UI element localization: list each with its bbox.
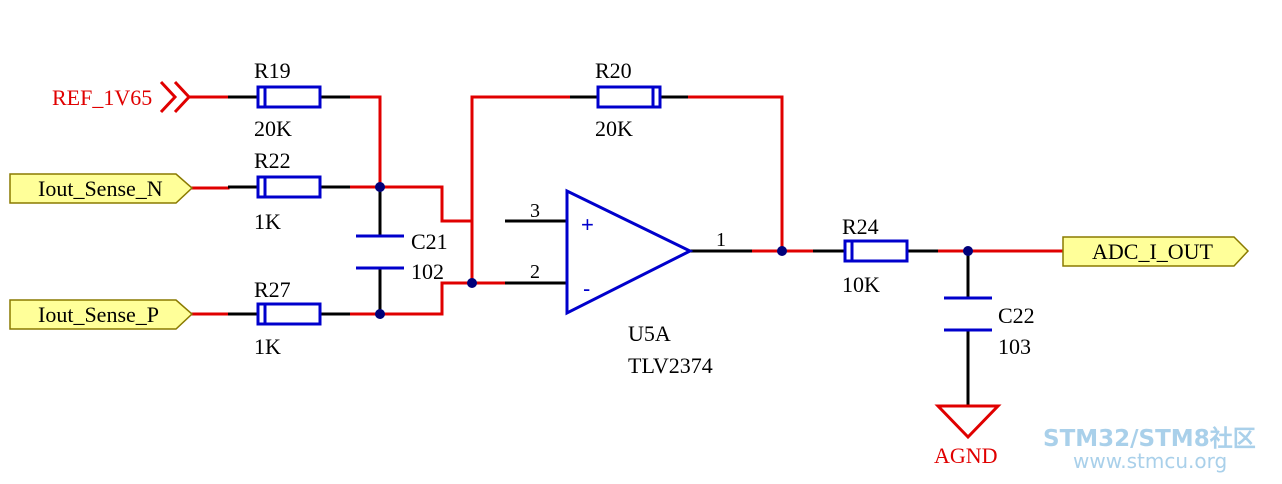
port-label-sense-p: Iout_Sense_P — [38, 302, 159, 327]
junction-dot — [375, 309, 385, 319]
wires — [188, 95, 1065, 316]
wire-feedback-right — [686, 95, 784, 253]
r27-value: 1K — [254, 334, 281, 359]
opamp-pin-minus-number: 2 — [530, 261, 540, 283]
r22-ref: R22 — [254, 148, 291, 173]
opamp-pin-plus-number: 3 — [530, 200, 540, 222]
junction-dot — [963, 246, 973, 256]
r20-ref: R20 — [595, 58, 632, 83]
port-sense-p[interactable] — [9, 299, 194, 330]
c22-ref: C22 — [998, 303, 1035, 328]
r24-ref: R24 — [842, 214, 879, 239]
agnd-symbol — [934, 404, 1002, 440]
r19-ref: R19 — [254, 58, 291, 83]
r22-value: 1K — [254, 209, 281, 234]
r20-value: 20K — [595, 116, 633, 141]
r27-ref: R27 — [254, 277, 291, 302]
u5a-ref: U5A — [628, 321, 671, 346]
r24-value: 10K — [842, 272, 880, 297]
watermark-title: STM32/STM8社区 — [1043, 425, 1256, 452]
r19-value: 20K — [254, 116, 292, 141]
resistor-r24[interactable] — [843, 239, 909, 263]
capacitor-c21[interactable] — [356, 234, 404, 270]
opamp-pin-out-number: 1 — [716, 229, 726, 251]
resistor-r22[interactable] — [256, 175, 322, 199]
component-leads — [228, 95, 970, 406]
junction-dot — [375, 182, 385, 192]
net-label-ref: REF_1V65 — [52, 85, 152, 110]
port-label-sense-n: Iout_Sense_N — [38, 176, 163, 201]
c21-ref: C21 — [411, 229, 448, 254]
c22-value: 103 — [998, 334, 1031, 359]
wire-r27-out — [348, 281, 507, 316]
resistor-r19[interactable] — [256, 85, 322, 109]
port-label-adc-out: ADC_I_OUT — [1092, 239, 1214, 264]
watermark-url: www.stmcu.org — [1073, 449, 1227, 473]
wire-feedback-left — [470, 95, 572, 285]
opamp-minus-sign: - — [583, 276, 590, 301]
opamp-u5a[interactable] — [565, 188, 694, 316]
wire-r19-out — [348, 95, 382, 189]
port-adc-out[interactable] — [1062, 236, 1250, 267]
junction-dot — [467, 278, 477, 288]
opamp-plus-sign: + — [581, 212, 594, 237]
capacitor-c22[interactable] — [944, 296, 992, 332]
resistor-r27[interactable] — [256, 302, 322, 326]
c21-value: 102 — [411, 259, 444, 284]
resistor-r20[interactable] — [596, 85, 662, 109]
junctions — [375, 182, 973, 319]
u5a-part: TLV2374 — [628, 353, 713, 378]
junction-dot — [777, 246, 787, 256]
net-label-agnd: AGND — [934, 443, 998, 468]
wire-r22-out — [348, 185, 474, 223]
ref-port-chevron-icon — [159, 80, 192, 114]
port-sense-n[interactable] — [9, 173, 194, 204]
